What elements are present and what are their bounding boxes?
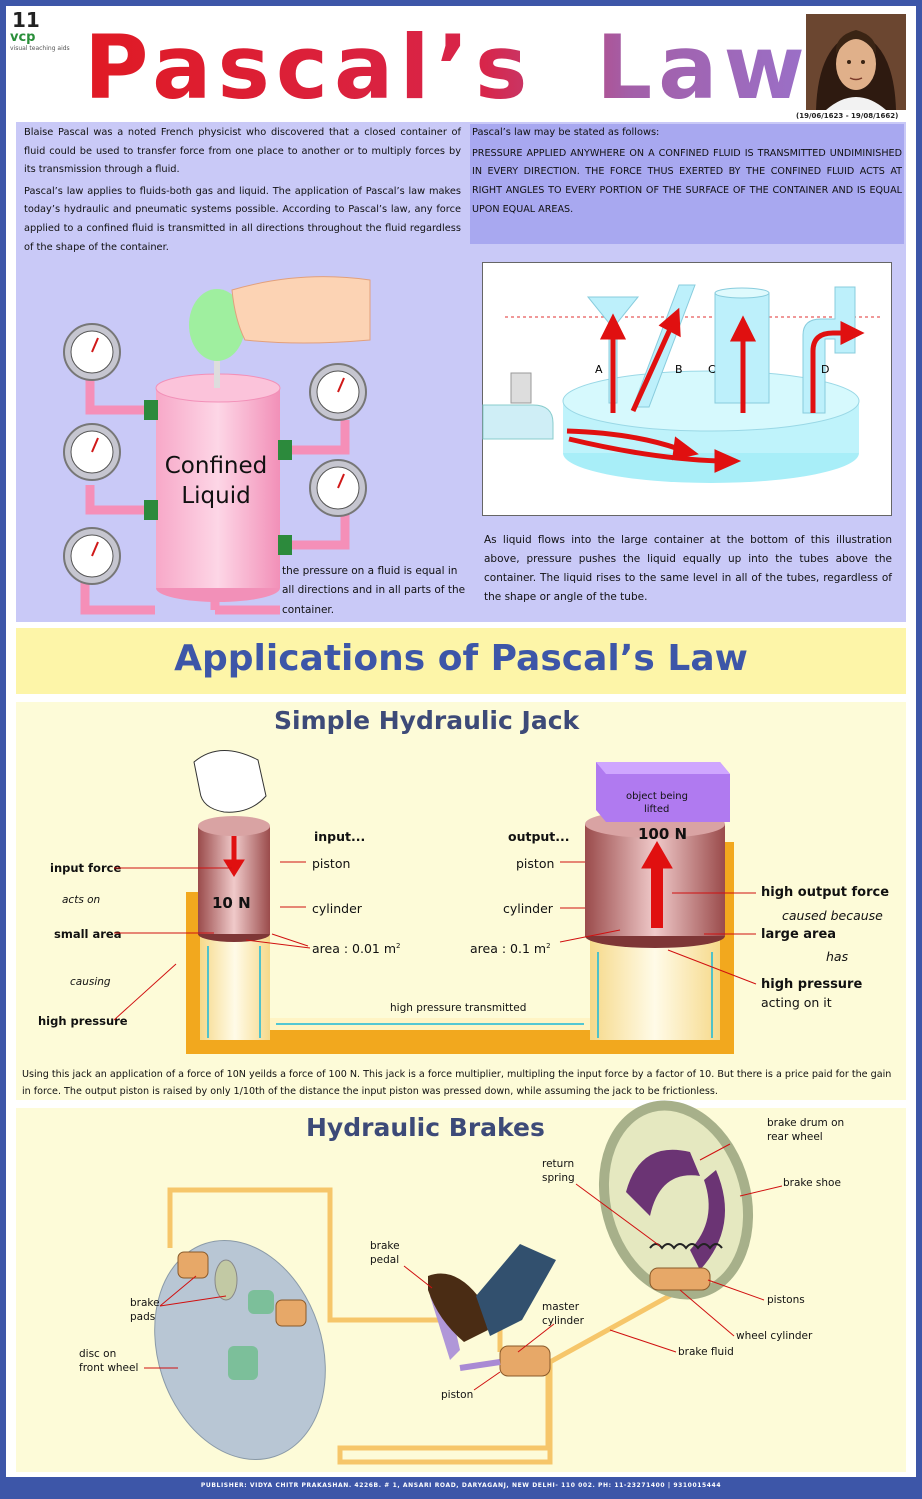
pistons-label: pistons (767, 1294, 805, 1306)
causing-label: causing (70, 976, 111, 988)
vessel-label-b: B (675, 363, 683, 376)
force-out-label: 100 N (638, 825, 688, 843)
high-pressure-right-label: high pressure (761, 977, 863, 992)
jack-caption: Using this jack an application of a forc… (22, 1069, 892, 1097)
vessels-figure: A B C D (482, 262, 892, 516)
pascal-portrait (806, 14, 906, 110)
area-right-text: area : 0.1 m (470, 941, 547, 956)
force-in-label: 10 N (212, 894, 251, 912)
confined-label-2: Liquid (181, 483, 250, 509)
page-title: Pascal’s Law (84, 16, 805, 119)
brake-pads-label-1: brake (130, 1297, 160, 1309)
law-lead: Pascal’s law may be stated as follows: (472, 127, 660, 138)
brake-fluid-label: brake fluid (678, 1346, 734, 1358)
applications-title: Applications of Pascal’s Law (174, 638, 748, 679)
output-heading: output... (508, 829, 570, 844)
brake-pedal-label-1: brake (370, 1240, 400, 1252)
input-heading: input... (314, 829, 366, 844)
return-spring-label-1: return (542, 1158, 575, 1170)
acts-on-label: acts on (62, 894, 101, 906)
area-left-exp: 2 (396, 941, 401, 950)
has-label: has (826, 949, 849, 964)
brake-drum-label-2: rear wheel (767, 1131, 823, 1143)
transmitted-label: high pressure transmitted (390, 1002, 527, 1014)
law-statement: PRESSURE APPLIED ANYWHERE ON A CONFINED … (472, 147, 902, 215)
input-force-label: input force (50, 861, 122, 875)
large-area-label: large area (761, 927, 837, 942)
brake-pads-label-2: pads (130, 1311, 156, 1323)
high-output-force-label: high output force (761, 885, 890, 900)
intro-paragraph-2: Pascal’s law applies to fluids-both gas … (24, 185, 461, 253)
brakes-title: Hydraulic Brakes (306, 1113, 545, 1142)
svg-text:Pascal’s Law: Pascal’s Law (84, 16, 811, 119)
high-pressure-left-label: high pressure (38, 1014, 128, 1028)
confined-label-1: Confined (165, 453, 268, 479)
logo-brand: vcp (10, 30, 36, 45)
cylinder-left-label: cylinder (312, 901, 362, 916)
cylinder-right-label: cylinder (503, 901, 553, 916)
master-cylinder-label-1: master (542, 1301, 580, 1313)
disc-label-1: disc on (79, 1348, 117, 1360)
confined-caption: the pressure on a fluid is equal in all … (282, 565, 466, 616)
hydraulic-jack-figure (186, 750, 734, 1054)
object-label-2: lifted (644, 804, 670, 815)
law-statement-box: Pascal’s law may be stated as follows: P… (470, 124, 904, 244)
brake-shoe-label: brake shoe (783, 1177, 841, 1189)
area-left-text: area : 0.01 m (312, 941, 397, 956)
disc-label-2: front wheel (79, 1362, 139, 1374)
lifespan-dates: (19/06/1623 - 19/08/1662) (796, 112, 899, 120)
wheel-cylinder-label: wheel cylinder (736, 1330, 813, 1342)
area-left-label: area : 0.01 m2 (312, 941, 400, 956)
vessel-label-a: A (595, 363, 603, 376)
area-right-exp: 2 (546, 941, 551, 950)
return-spring-label-2: spring (542, 1172, 575, 1184)
jack-title: Simple Hydraulic Jack (274, 706, 580, 735)
caused-because-label: caused because (782, 908, 883, 923)
master-cylinder-label-2: cylinder (542, 1315, 584, 1327)
piston-right-label: piston (516, 856, 555, 871)
vessel-label-c: C (708, 363, 716, 376)
object-label-1: object being (626, 791, 688, 802)
acting-on-it-label: acting on it (761, 995, 832, 1010)
area-right-label: area : 0.1 m2 (470, 941, 551, 956)
title-left: Pascal’s (84, 16, 533, 119)
piston-label: piston (441, 1389, 474, 1401)
piston-left-label: piston (312, 856, 351, 871)
publisher-footer: PUBLISHER: VIDYA CHITR PRAKASHAN. 4226B.… (200, 1482, 722, 1489)
intro-paragraph-1: Blaise Pascal was a noted French physici… (24, 127, 461, 176)
logo-tagline: visual teaching aids (10, 45, 70, 52)
vessel-label-d: D (821, 363, 829, 376)
intro-text: Blaise Pascal was a noted French physici… (24, 124, 461, 257)
logo-number: 11 (12, 8, 40, 32)
vessels-caption: As liquid flows into the large container… (484, 534, 892, 603)
brake-pedal-label-2: pedal (370, 1254, 400, 1266)
title-right: Law (596, 16, 811, 119)
confined-liquid-figure: Confined Liquid (63, 276, 371, 615)
small-area-label: small area (54, 927, 122, 941)
brake-drum-label-1: brake drum on (767, 1117, 845, 1129)
applications-band: Applications of Pascal’s Law (16, 628, 906, 694)
